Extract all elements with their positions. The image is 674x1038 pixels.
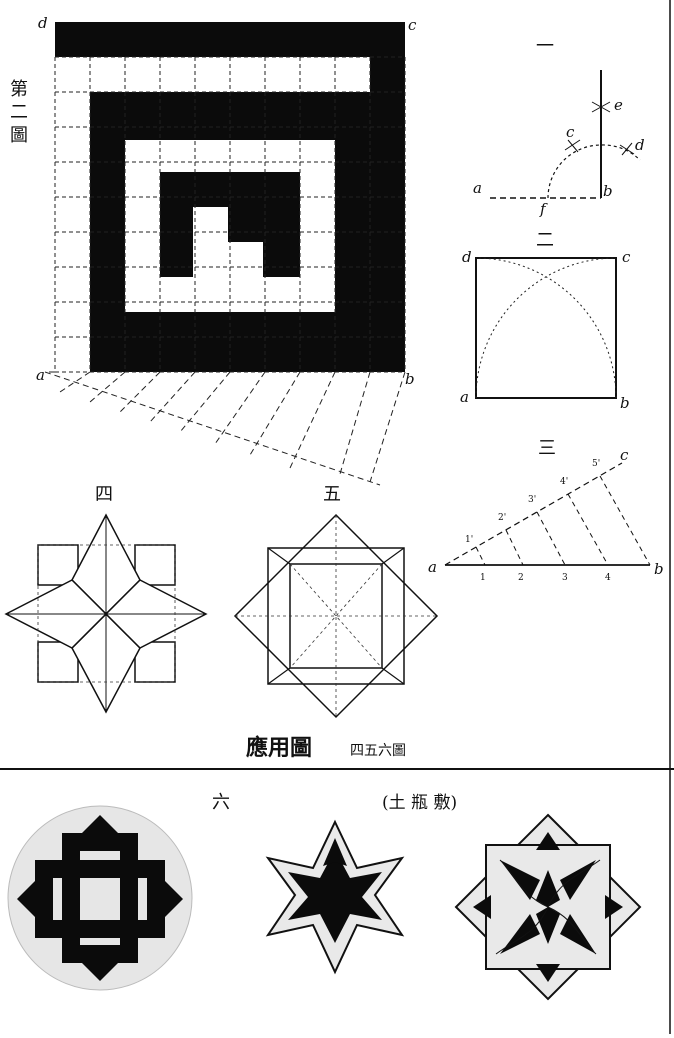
fig2-caption-char-2: 二 <box>10 102 28 123</box>
fig6-note: (土 瓶 敷) <box>382 793 457 813</box>
fig2b-title: 二 <box>536 230 554 251</box>
fig1-cross-mark-d <box>619 142 635 156</box>
figure-4-star: 四 <box>4 484 208 714</box>
fig3-bottom-ticks: 1 2 3 4 <box>480 573 611 583</box>
spiral-perspective-lines <box>44 371 406 486</box>
fig4-diagonals <box>6 515 206 712</box>
fig3-dtick-4: 4' <box>560 477 568 487</box>
fig2b-arc-left <box>475 257 617 399</box>
fig1-label-a: a <box>473 179 482 197</box>
fig2b-label-c: c <box>622 248 631 266</box>
fig2-caption-char-3: 圖 <box>10 125 28 146</box>
fig4-guides <box>37 544 176 683</box>
fig2b-label-b: b <box>620 394 630 412</box>
fig1-cross-mark-e <box>591 101 611 113</box>
fig3-diagonal-ticks: 1' 2' 3' 4' 5' <box>465 459 600 545</box>
fig1-arc <box>547 144 641 199</box>
fig2b-square-outline <box>475 257 617 399</box>
application-heading: 應用圖 四五六圖 <box>246 735 406 761</box>
figure-2-caption: 第 二 圖 <box>10 79 28 146</box>
fig2-label-d: d <box>38 14 48 32</box>
fig2b-arc-right <box>475 257 617 399</box>
figure-1-right-angle: 一 e c d a f b <box>473 36 645 218</box>
fig2-label-b: b <box>405 370 415 388</box>
fig5-inner-lines <box>267 547 405 685</box>
fig3-diagonal-line <box>444 462 623 566</box>
fig3-title: 三 <box>538 438 556 459</box>
fig1-label-e: e <box>614 96 623 114</box>
fig1-cross-mark-c <box>564 139 581 153</box>
spiral-grid <box>54 56 406 373</box>
fig3-tick-3: 3 <box>562 573 568 583</box>
application-subheading-text: 四五六圖 <box>350 743 406 759</box>
fig1-label-b: b <box>603 182 613 200</box>
fig2-label-a: a <box>36 366 45 384</box>
fig3-dtick-2: 2' <box>498 513 506 523</box>
fig6-title: 六 <box>212 792 230 813</box>
figure-5-squares: 五 <box>233 484 439 719</box>
fig3-dtick-1: 1' <box>465 535 473 545</box>
fig2-label-c: c <box>408 16 417 34</box>
fig3-tick-4: 4 <box>605 573 611 583</box>
figure-2-spiral: d c a b <box>36 14 417 486</box>
figure-2b-square: 二 d c a b <box>460 230 631 412</box>
fig1-label-f: f <box>539 200 548 218</box>
figure-3-line-division: 三 a b c 1 2 3 4 1' 2' 3' 4' 5' <box>428 438 664 583</box>
fig4-title: 四 <box>95 484 113 505</box>
fig2-caption-char-1: 第 <box>10 79 28 100</box>
fig1-label-c: c <box>566 123 575 141</box>
fig3-parallel-lines <box>475 475 651 566</box>
fig3-label-b: b <box>654 560 664 578</box>
fig5-title: 五 <box>323 484 341 505</box>
fig3-label-a: a <box>428 558 437 576</box>
spiral-black-core <box>228 207 263 242</box>
fig3-dtick-3: 3' <box>528 495 536 505</box>
fig3-dtick-5: 5' <box>592 459 600 469</box>
fig1-label-d: d <box>635 136 645 154</box>
fig3-tick-1: 1 <box>480 573 486 583</box>
tile-star <box>265 819 405 975</box>
fig5-guides <box>235 515 437 717</box>
fig3-label-c: c <box>620 446 629 464</box>
tile-knot <box>7 805 193 991</box>
fig2b-label-a: a <box>460 388 469 406</box>
figure-6-tiles: 六 (土 瓶 敷) <box>7 792 642 1001</box>
spiral-white-band-1 <box>55 57 370 372</box>
tile-pinwheel <box>454 813 642 1001</box>
fig3-tick-2: 2 <box>518 573 524 583</box>
fig1-title: 一 <box>536 36 554 57</box>
fig2b-label-d: d <box>462 248 472 266</box>
application-heading-text: 應用圖 <box>246 735 312 761</box>
